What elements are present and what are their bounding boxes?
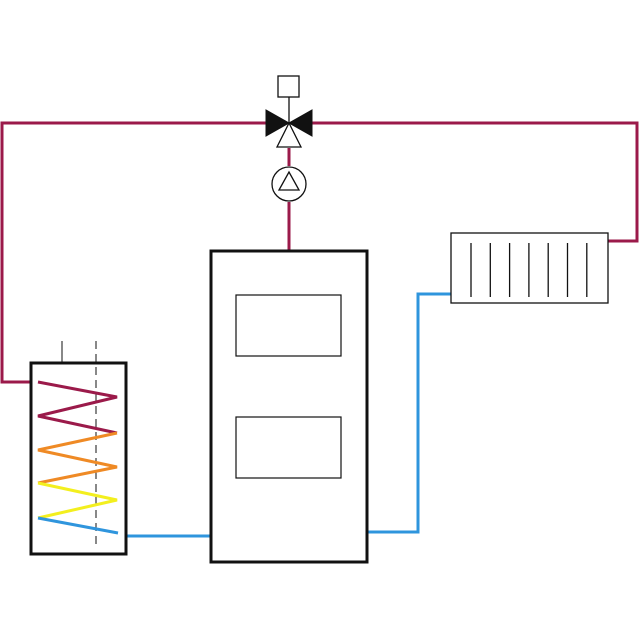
coil-segment-1 <box>37 380 118 435</box>
pump-arrow-icon <box>277 170 301 191</box>
coil-segment-2 <box>37 431 118 485</box>
radiator <box>450 232 609 304</box>
boiler-lower-panel <box>235 416 342 479</box>
coil-segment-3 <box>37 481 118 520</box>
boiler <box>209 249 369 564</box>
return-pipe-boiler-to-radiator <box>367 292 451 534</box>
boiler-upper-panel <box>235 294 342 357</box>
pump <box>271 166 307 202</box>
valve-actuator-icon <box>277 75 300 98</box>
valve-right-triangle-icon <box>287 109 313 137</box>
flow-pipe-valve-to-cylinder <box>0 121 266 384</box>
flow-pipes <box>0 121 639 384</box>
valve-bottom-triangle-icon <box>275 121 303 148</box>
valve-left-triangle-icon <box>265 109 291 137</box>
radiator-fins <box>470 243 588 297</box>
coil-segment-4 <box>37 516 119 535</box>
three-way-valve <box>265 75 313 148</box>
flow-pipe-valve-to-radiator <box>312 121 639 243</box>
return-pipe-cylinder-to-boiler <box>117 531 210 538</box>
heating-coil <box>37 380 119 535</box>
hot-water-cylinder <box>29 341 128 556</box>
